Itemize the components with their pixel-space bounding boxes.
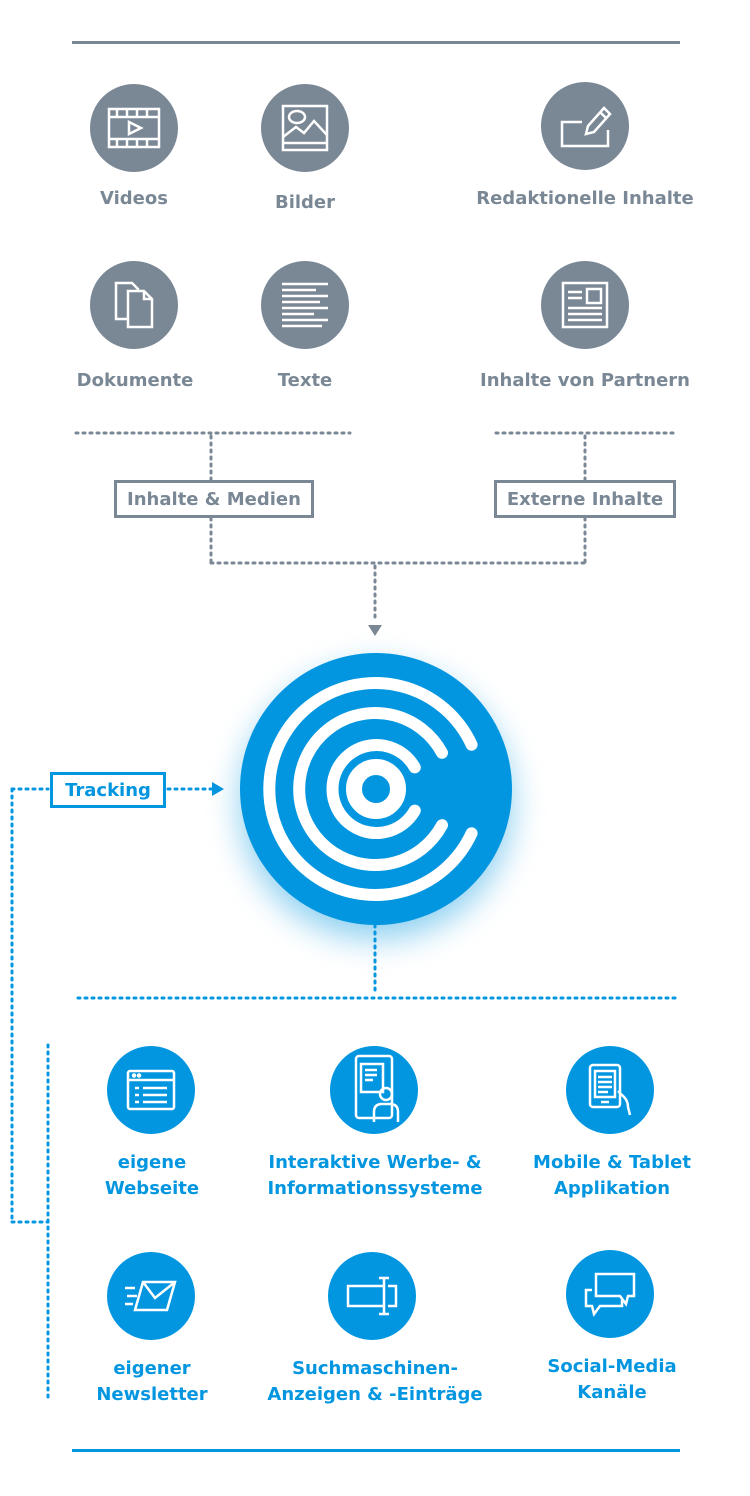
channel-label-line: eigene: [117, 1152, 187, 1173]
source-label-dokumente: Dokumente: [76, 370, 194, 391]
source-label-inhalte-von-partnern: Inhalte von Partnern: [480, 370, 690, 391]
channel-label-suchmaschinen: Suchmaschinen- Anzeigen & -Einträge: [244, 1356, 506, 1408]
channel-label-line: Webseite: [104, 1178, 200, 1199]
source-label-bilder: Bilder: [274, 192, 336, 213]
newspaper-icon: [541, 261, 629, 349]
channel-label-mobile: Mobile & Tablet Applikation: [520, 1150, 704, 1202]
group-box-inhalte-medien: Inhalte & Medien: [114, 480, 314, 518]
channel-label-line: Applikation: [553, 1178, 671, 1199]
documents-icon: [90, 261, 178, 349]
source-label-videos: Videos: [100, 188, 168, 209]
channel-label-line: Social-Media: [547, 1356, 677, 1377]
text-icon: [261, 261, 349, 349]
bottom-divider: [72, 1449, 680, 1452]
browser-icon: [107, 1046, 195, 1134]
kiosk-icon: [330, 1046, 418, 1134]
channel-label-line: Suchmaschinen-: [292, 1358, 458, 1379]
envelope-icon: [107, 1252, 195, 1340]
group-box-externe-inhalte: Externe Inhalte: [494, 480, 676, 518]
channel-label-newsletter: eigener Newsletter: [72, 1356, 232, 1408]
channel-label-webseite: eigene Webseite: [72, 1150, 232, 1202]
channel-label-social-media: Social-Media Kanäle: [520, 1354, 704, 1406]
top-divider: [72, 41, 680, 44]
channel-label-line: Kanäle: [577, 1382, 647, 1403]
source-label-texte: Texte: [277, 370, 333, 391]
edit-icon: [541, 82, 629, 170]
platform-logo-icon: [240, 653, 512, 925]
channel-label-line: Interaktive Werbe- &: [268, 1152, 482, 1173]
source-label-redaktionelle-inhalte: Redaktionelle Inhalte: [476, 188, 694, 209]
tracking-box: Tracking: [50, 772, 166, 808]
channel-label-line: Mobile & Tablet: [533, 1152, 691, 1173]
tablet-icon: [566, 1046, 654, 1134]
channel-label-line: Newsletter: [96, 1384, 208, 1405]
channel-label-line: eigener: [113, 1358, 191, 1379]
video-icon: [90, 84, 178, 172]
channel-label-line: Informationssysteme: [267, 1178, 483, 1199]
channel-label-line: Anzeigen & -Einträge: [267, 1384, 483, 1405]
image-icon: [261, 84, 349, 172]
down-arrow-icon: [368, 625, 382, 636]
search-ad-icon: [328, 1252, 416, 1340]
channel-label-werbesysteme: Interaktive Werbe- & Informationssysteme: [244, 1150, 506, 1202]
chat-icon: [566, 1250, 654, 1338]
right-arrow-icon: [212, 782, 224, 796]
